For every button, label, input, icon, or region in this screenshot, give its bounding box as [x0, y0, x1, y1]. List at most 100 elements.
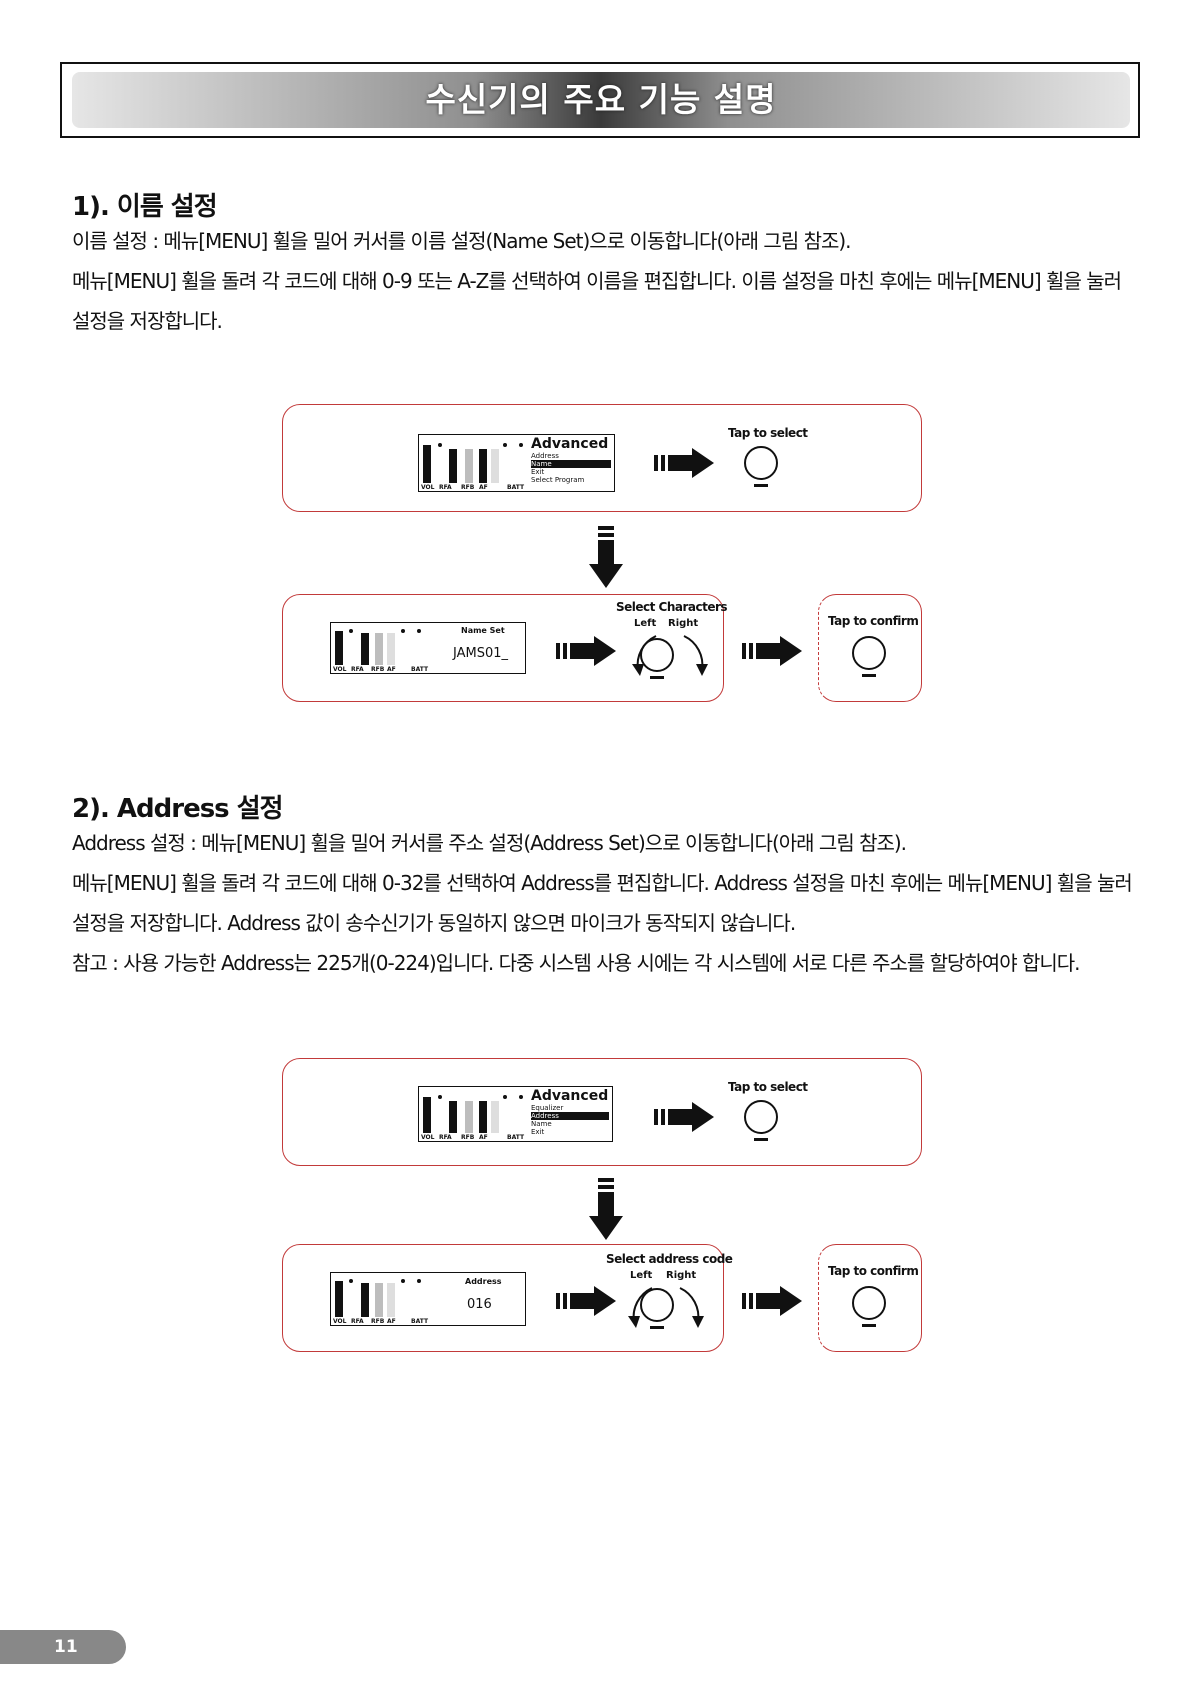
lcd-meter-label-rfa: RFA [439, 1134, 452, 1141]
lcd-meter-label-rfb: RFB [461, 484, 475, 491]
meter-ticks [503, 443, 508, 483]
lcd-meter-label-rfa: RFA [439, 484, 452, 491]
rfa-meter [449, 449, 457, 483]
rfa-meter [361, 633, 369, 665]
left-label: Left [630, 1270, 653, 1281]
knob-marker [862, 1324, 876, 1327]
diagram1-top-lcd: VOL RFA RFB AF BATT Advanced Address Nam… [418, 434, 615, 492]
lcd-meter-label-rfa: RFA [351, 666, 364, 673]
rfa-meter [361, 1283, 369, 1317]
lcd-value: JAMS01_ [453, 646, 509, 661]
rfb-meter [375, 1283, 383, 1317]
knob-icon [852, 1286, 886, 1320]
right-arrow-icon [654, 1102, 714, 1132]
select-caption: Select Characters [616, 600, 728, 614]
page-title: 수신기의 주요 기능 설명 [425, 80, 777, 119]
knob-icon [640, 638, 674, 672]
batt-ticks [519, 443, 524, 483]
lcd-meter-label-rfb: RFB [461, 1134, 475, 1141]
rfb-meter [465, 1101, 473, 1133]
down-arrow-icon [589, 526, 623, 588]
lcd-meter-label-rfb: RFB [371, 1318, 385, 1325]
section1-line-1: 이름 설정 : 메뉴[MENU] 휠을 밀어 커서를 이름 설정(Name Se… [72, 229, 852, 253]
meter-ticks [438, 1095, 443, 1133]
batt-ticks [417, 629, 422, 665]
lcd-meter-label-batt: BATT [507, 1134, 525, 1141]
tap-to-select-caption: Tap to select [728, 1080, 808, 1094]
lcd-meter-label-batt: BATT [507, 484, 525, 491]
vol-meter [423, 445, 431, 483]
lcd-meter-label-af: AF [387, 666, 396, 673]
knob-marker [650, 676, 664, 679]
section1-heading: 1). 이름 설정 [72, 192, 218, 222]
lcd-label: Name Set [461, 626, 505, 635]
section2-line-4: 참고 : 사용 가능한 Address는 225개(0-224)입니다. 다중 … [72, 951, 1081, 975]
diagram2-bottom-lcd: VOL RFA RFB AF BATT Address 016 [330, 1272, 526, 1326]
knob-marker [650, 1326, 664, 1329]
right-arrow-icon [556, 1286, 616, 1316]
batt-ticks [519, 1095, 524, 1133]
meter-ticks [503, 1095, 508, 1133]
left-label: Left [634, 618, 657, 629]
batt-ticks [417, 1279, 422, 1317]
af-meter [387, 1283, 395, 1317]
tap-to-select-caption: Tap to select [728, 426, 808, 440]
lcd-value: 016 [467, 1297, 492, 1312]
meter-ticks [401, 1279, 406, 1317]
lcd-meter-label-batt: BATT [411, 1318, 429, 1325]
af-meter [491, 1101, 499, 1133]
right-arrow-icon [742, 1286, 802, 1316]
knob-marker [862, 674, 876, 677]
right-arrow-icon [742, 636, 802, 666]
knob-icon [744, 446, 778, 480]
rotate-arrows-icon [632, 635, 708, 676]
lcd-menu-item-selected: Address [531, 1112, 609, 1120]
knob-icon [852, 636, 886, 670]
meter-ticks [349, 1279, 354, 1317]
page-number: 11 [54, 1637, 78, 1657]
right-arrow-icon [556, 636, 616, 666]
lcd-meter-label-vol: VOL [333, 1318, 347, 1325]
lcd-menu-item: Select Program [531, 476, 585, 484]
rfa-meter [449, 1101, 457, 1133]
lcd-meter-label-batt: BATT [411, 666, 429, 673]
section1-line-2: 메뉴[MENU] 휠을 돌려 각 코드에 대해 0-9 또는 A-Z를 선택하여… [72, 269, 1122, 293]
lcd-meter-label-rfb: RFB [371, 666, 385, 673]
knob-marker [754, 1138, 768, 1141]
rfb-meter-bar [479, 449, 487, 483]
tap-to-confirm-caption: Tap to confirm [828, 1264, 919, 1278]
lcd-meter-label-vol: VOL [421, 1134, 435, 1141]
header-frame [60, 62, 1140, 138]
lcd-menu-item-selected: Name [531, 460, 611, 468]
rfb-meter [465, 449, 473, 483]
select-caption: Select address code [606, 1252, 733, 1266]
lcd-meter-label-rfa: RFA [351, 1318, 364, 1325]
section1-line-3: 설정을 저장합니다. [72, 309, 223, 333]
lcd-menu-item: Address [531, 452, 559, 460]
lcd-label: Address [465, 1277, 502, 1286]
lcd-menu-item: Equalizer [531, 1104, 564, 1112]
af-meter [387, 633, 395, 665]
section2-line-1: Address 설정 : 메뉴[MENU] 휠을 밀어 커서를 주소 설정(Ad… [72, 831, 907, 855]
lcd-menu-item: Exit [531, 1128, 545, 1136]
lcd-menu-item: Exit [531, 468, 545, 476]
lcd-menu-item: Name [531, 1120, 552, 1128]
diagram1-bottom-lcd: VOL RFA RFB AF BATT Name Set JAMS01_ [330, 622, 526, 674]
diagram2-top-lcd: VOL RFA RFB AF BATT Advanced Equalizer A… [418, 1086, 613, 1142]
lcd-meter-label-af: AF [387, 1318, 396, 1325]
lcd-menu-title: Advanced [531, 436, 609, 452]
down-arrow-icon [589, 1178, 623, 1240]
lcd-meter-label-af: AF [479, 484, 488, 491]
right-arrow-icon [654, 448, 714, 478]
knob-marker [754, 484, 768, 487]
right-label: Right [668, 618, 699, 629]
section2-line-2: 메뉴[MENU] 휠을 돌려 각 코드에 대해 0-32를 선택하여 Addre… [72, 871, 1133, 895]
section2-heading: 2). Address 설정 [72, 794, 284, 824]
meter-ticks [349, 629, 354, 665]
section2-line-3: 설정을 저장합니다. Address 값이 송수신기가 동일하지 않으면 마이크… [72, 911, 796, 935]
vol-meter [335, 1281, 343, 1317]
vol-meter [423, 1097, 431, 1133]
page-number-tab [0, 1630, 126, 1664]
header-bar [72, 72, 1130, 128]
lcd-menu-title: Advanced [531, 1088, 609, 1104]
